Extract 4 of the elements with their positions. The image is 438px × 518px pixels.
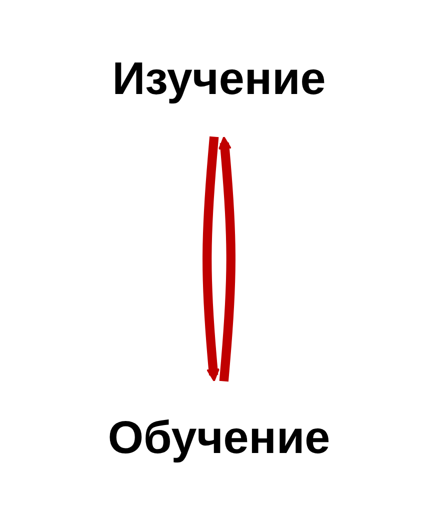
node-text: Изучение xyxy=(112,54,326,105)
arrow xyxy=(202,136,220,382)
node-text: Обучение xyxy=(108,413,330,464)
arrow xyxy=(218,136,236,382)
